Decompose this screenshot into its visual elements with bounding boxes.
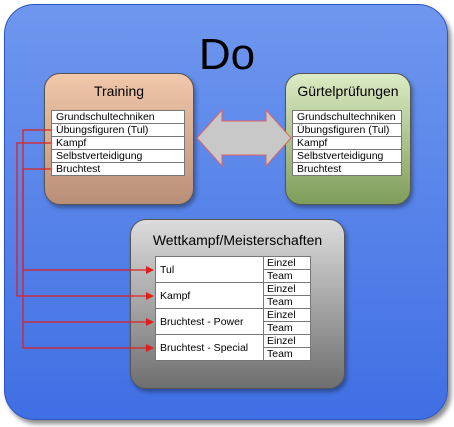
connector-line-kampf bbox=[16, 142, 154, 300]
guertel-item: Grundschultechniken bbox=[293, 111, 401, 124]
category-cell: Tul bbox=[155, 256, 264, 283]
sub-cell: Einzel bbox=[263, 308, 311, 322]
guertel-title: Gürtelprüfungen bbox=[297, 83, 399, 99]
training-item: Selbstverteidigung bbox=[52, 150, 184, 163]
guertel-item: Kampf bbox=[293, 137, 401, 150]
table-row: Tul Einzel bbox=[155, 256, 311, 283]
sub-cell: Team bbox=[263, 321, 311, 335]
training-item: Übungsfiguren (Tul) bbox=[52, 124, 184, 137]
training-item: Grundschultechniken bbox=[52, 111, 184, 124]
table-row: Team bbox=[156, 269, 311, 283]
table-row: Bruchtest - Power Einzel bbox=[155, 308, 311, 335]
table-row: Team bbox=[156, 321, 311, 335]
competition-table: Tul Einzel Team Kampf Einzel Team Brucht… bbox=[155, 256, 311, 361]
diagram-title: Do bbox=[198, 30, 256, 79]
double-arrow-icon bbox=[196, 108, 292, 168]
connector-line-tul bbox=[22, 129, 154, 274]
guertel-list: Grundschultechniken Übungsfiguren (Tul) … bbox=[292, 110, 402, 176]
sub-cell: Einzel bbox=[263, 282, 311, 296]
connector-line-bruchtest-power bbox=[22, 168, 154, 326]
sub-cell: Team bbox=[263, 269, 311, 283]
guertel-item: Übungsfiguren (Tul) bbox=[293, 124, 401, 137]
sub-cell: Team bbox=[263, 347, 311, 361]
training-item: Kampf bbox=[52, 137, 184, 150]
table-row: Team bbox=[156, 347, 311, 361]
guertel-item: Bruchtest bbox=[297, 163, 342, 175]
table-row: Bruchtest - Special Einzel bbox=[155, 334, 311, 361]
training-item: Bruchtest bbox=[56, 163, 101, 175]
connector-line-bruchtest-special bbox=[22, 322, 154, 352]
training-list: Grundschultechniken Übungsfiguren (Tul) … bbox=[51, 110, 185, 176]
category-cell: Bruchtest - Special bbox=[155, 334, 264, 361]
sub-cell: Einzel bbox=[263, 334, 311, 348]
training-title: Training bbox=[93, 83, 145, 99]
wettkampf-title: Wettkampf/Meisterschaften bbox=[152, 232, 323, 248]
guertel-item: Selbstverteidigung bbox=[293, 150, 401, 163]
